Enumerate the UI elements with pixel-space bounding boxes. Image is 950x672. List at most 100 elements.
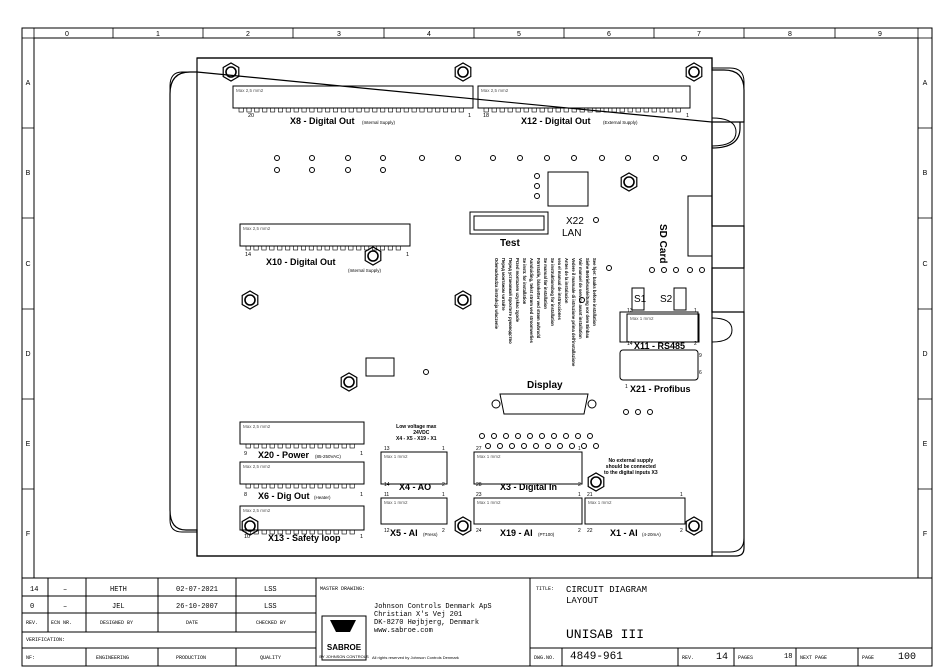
x4-pin-bottom-right: 2	[442, 482, 445, 488]
rev-row-2-checked: LSS	[264, 603, 277, 611]
page-label: PAGE	[862, 655, 875, 661]
lan-led	[534, 173, 540, 179]
rev-row-1-date: 02-07-2021	[176, 586, 219, 594]
digital-out-led	[309, 167, 315, 173]
digital-input-led	[485, 443, 491, 449]
header-designed: DESIGNED BY	[100, 620, 134, 626]
x5-wire-spec: Max 1 mm2	[384, 500, 408, 505]
digital-output-led	[625, 155, 631, 161]
grid-column-3: 3	[337, 31, 341, 38]
digital-input-led	[563, 433, 569, 439]
digital-out-led	[380, 167, 386, 173]
digital-input-led	[479, 433, 485, 439]
digital-input-led	[509, 443, 515, 449]
pages-label: PAGES	[738, 655, 754, 661]
digital-input-led	[575, 433, 581, 439]
rev-row-1-rev: 14	[30, 586, 39, 594]
digital-input-led	[515, 433, 521, 439]
x10-supply: (Internal Supply)	[348, 268, 382, 273]
grid-row-F-left: F	[26, 531, 30, 538]
board-led	[649, 267, 655, 273]
x4-wire-spec: Max 1 mm2	[384, 454, 408, 459]
x3-title: X3 - Digital In	[500, 482, 557, 492]
x12-wire-spec: Max 2,5 mm2	[481, 88, 509, 93]
x8-wire-spec: Max 2,5 mm2	[236, 88, 264, 93]
lan-jack	[547, 171, 589, 207]
digital-input-led	[587, 433, 593, 439]
grid-row-E-right: E	[923, 441, 928, 448]
x21-pin-1: 1	[625, 384, 628, 390]
digital-input-led	[497, 443, 503, 449]
x1-title: X1 - AI	[610, 528, 638, 538]
x1-supply: (4-20mA)	[642, 532, 661, 537]
grid-column-8: 8	[788, 31, 792, 38]
profibus-led	[623, 409, 629, 415]
grid-row-D-right: D	[922, 351, 927, 358]
test-connector	[469, 211, 549, 235]
led-indicators	[274, 155, 705, 449]
warning-line: Aanduiding, tekst strøm ved stroomverlie…	[529, 258, 534, 343]
mounting-nut	[454, 516, 472, 536]
digital-input-led	[491, 433, 497, 439]
s2-switch	[673, 287, 687, 311]
board-led	[673, 267, 679, 273]
test-label: Test	[500, 238, 520, 249]
x19-pin-bottom-right: 2	[578, 528, 581, 534]
grid-column-1: 1	[156, 31, 160, 38]
x5-supply: (Press)	[423, 532, 438, 537]
title-block-lines	[22, 577, 932, 666]
digital-input-led	[557, 443, 563, 449]
x20-pin-left: 9	[244, 451, 247, 457]
warning-line: vea el manual de instrucciones	[557, 258, 562, 320]
warning-line: Przed montazem uzyskac zgode	[515, 258, 520, 322]
lan-led	[534, 183, 540, 189]
grid-column-6: 6	[607, 31, 611, 38]
x6-wire-spec: Max 2,5 mm2	[243, 464, 271, 469]
digital-input-led	[527, 433, 533, 439]
mounting-nut	[241, 290, 259, 310]
mounting-nut	[685, 62, 703, 82]
mounting-nut	[454, 62, 472, 82]
profibus-led	[635, 409, 641, 415]
mounting-nut	[222, 62, 240, 82]
x4-pin-bottom-left: 14	[384, 482, 390, 488]
mounting-nut	[685, 516, 703, 536]
x11-pin-top-right: 1	[694, 308, 697, 314]
digital-output-led	[544, 155, 550, 161]
x1-pin-bottom-right: 2	[680, 528, 683, 534]
x4-pin-top-left: 13	[384, 446, 390, 452]
grid-row-B-left: B	[26, 170, 31, 177]
x6-supply: (Heater)	[314, 495, 331, 500]
warning-line: Odemadwadza instrukcja wlaczenie	[494, 258, 499, 329]
digital-out-led	[345, 167, 351, 173]
x19-pin-bottom-left: 24	[476, 528, 482, 534]
s1-switch	[631, 287, 645, 311]
x21-title: X21 - Profibus	[630, 384, 691, 394]
mounting-nut	[620, 172, 638, 192]
rev-number: 14	[716, 652, 729, 663]
x3-pin-top-left: 27	[476, 446, 482, 452]
x1-pin-top-left: 21	[587, 492, 593, 498]
digital-input-led	[581, 443, 587, 449]
sabroe-logo: SABROE BY JOHNSON CONTROLS	[319, 620, 369, 659]
logo-subtext: BY JOHNSON CONTROLS	[319, 654, 369, 659]
digital-output-led	[653, 155, 659, 161]
sd-card-slot	[687, 195, 713, 257]
x13-pin-right: 1	[360, 534, 363, 540]
x12-pin-left: 18	[483, 113, 489, 119]
mounting-nuts	[222, 62, 703, 536]
x20-pin-right: 1	[360, 451, 363, 457]
warning-line: Se instr. for installation	[522, 258, 527, 305]
grid-row-A-right: A	[923, 80, 928, 87]
warning-line: Se manual før installation	[543, 258, 548, 309]
board-led	[687, 267, 693, 273]
x5-pin-top-right: 1	[442, 492, 445, 498]
header-date: DATE	[186, 620, 199, 626]
display-label: Display	[527, 380, 563, 391]
x1-pin-top-right: 1	[680, 492, 683, 498]
x21-pin-6: 6	[699, 370, 702, 376]
